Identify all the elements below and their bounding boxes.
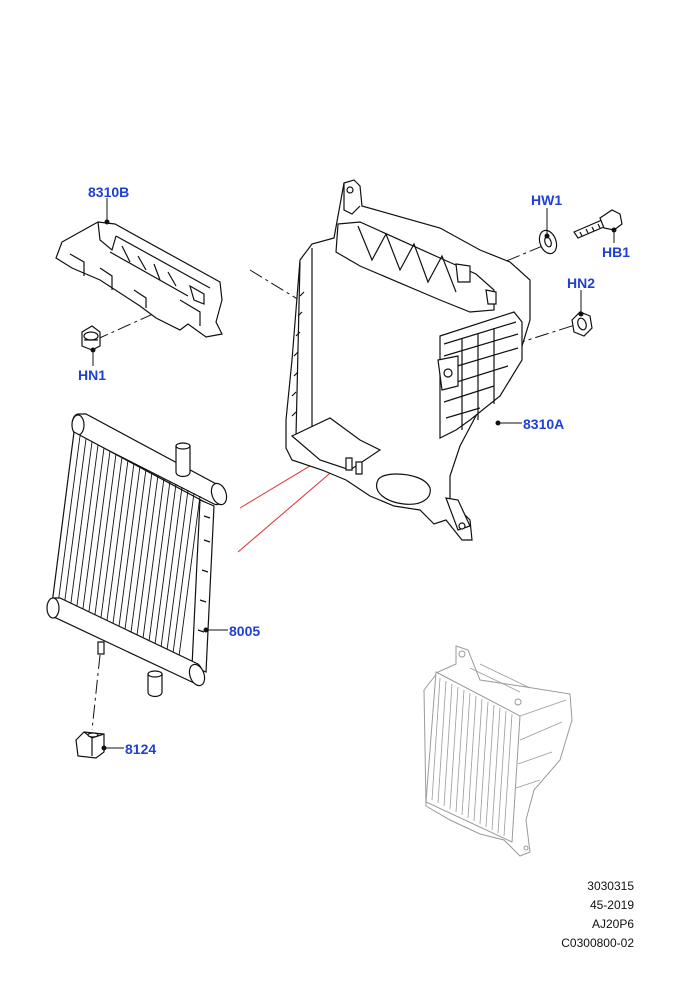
radiator-fins — [58, 436, 200, 664]
assembled-view-inset — [424, 646, 572, 856]
washer-hw1 — [536, 228, 559, 256]
nut-hn2 — [572, 312, 592, 336]
reference-line-2: 45-2019 — [589, 898, 634, 912]
reference-line-4: C0300800-02 — [561, 936, 634, 950]
reference-line-1: 3030315 — [587, 879, 634, 893]
callout-leaders — [90, 198, 617, 751]
radiator-8005 — [47, 414, 229, 697]
shroud-8310A — [286, 180, 530, 540]
bolt-hb1 — [574, 210, 622, 238]
upper-bracket-8310B — [56, 222, 222, 337]
assembly-line-radiator-to-mount — [91, 654, 101, 731]
callout-HN2: HN2 — [567, 275, 596, 291]
reference-block: 3030315 45-2019 AJ20P6 C0300800-02 — [561, 877, 634, 953]
callout-8310A: 8310A — [523, 416, 565, 432]
mount-8124 — [76, 732, 104, 758]
nut-hn1 — [82, 326, 100, 350]
callout-HN1: HN1 — [78, 367, 107, 383]
callout-HW1: HW1 — [531, 192, 563, 208]
callout-8310B: 8310B — [88, 184, 130, 200]
callout-8005: 8005 — [229, 623, 261, 639]
callout-8124: 8124 — [125, 741, 157, 757]
callout-HB1: HB1 — [602, 244, 631, 260]
reference-line-3: AJ20P6 — [591, 917, 634, 931]
